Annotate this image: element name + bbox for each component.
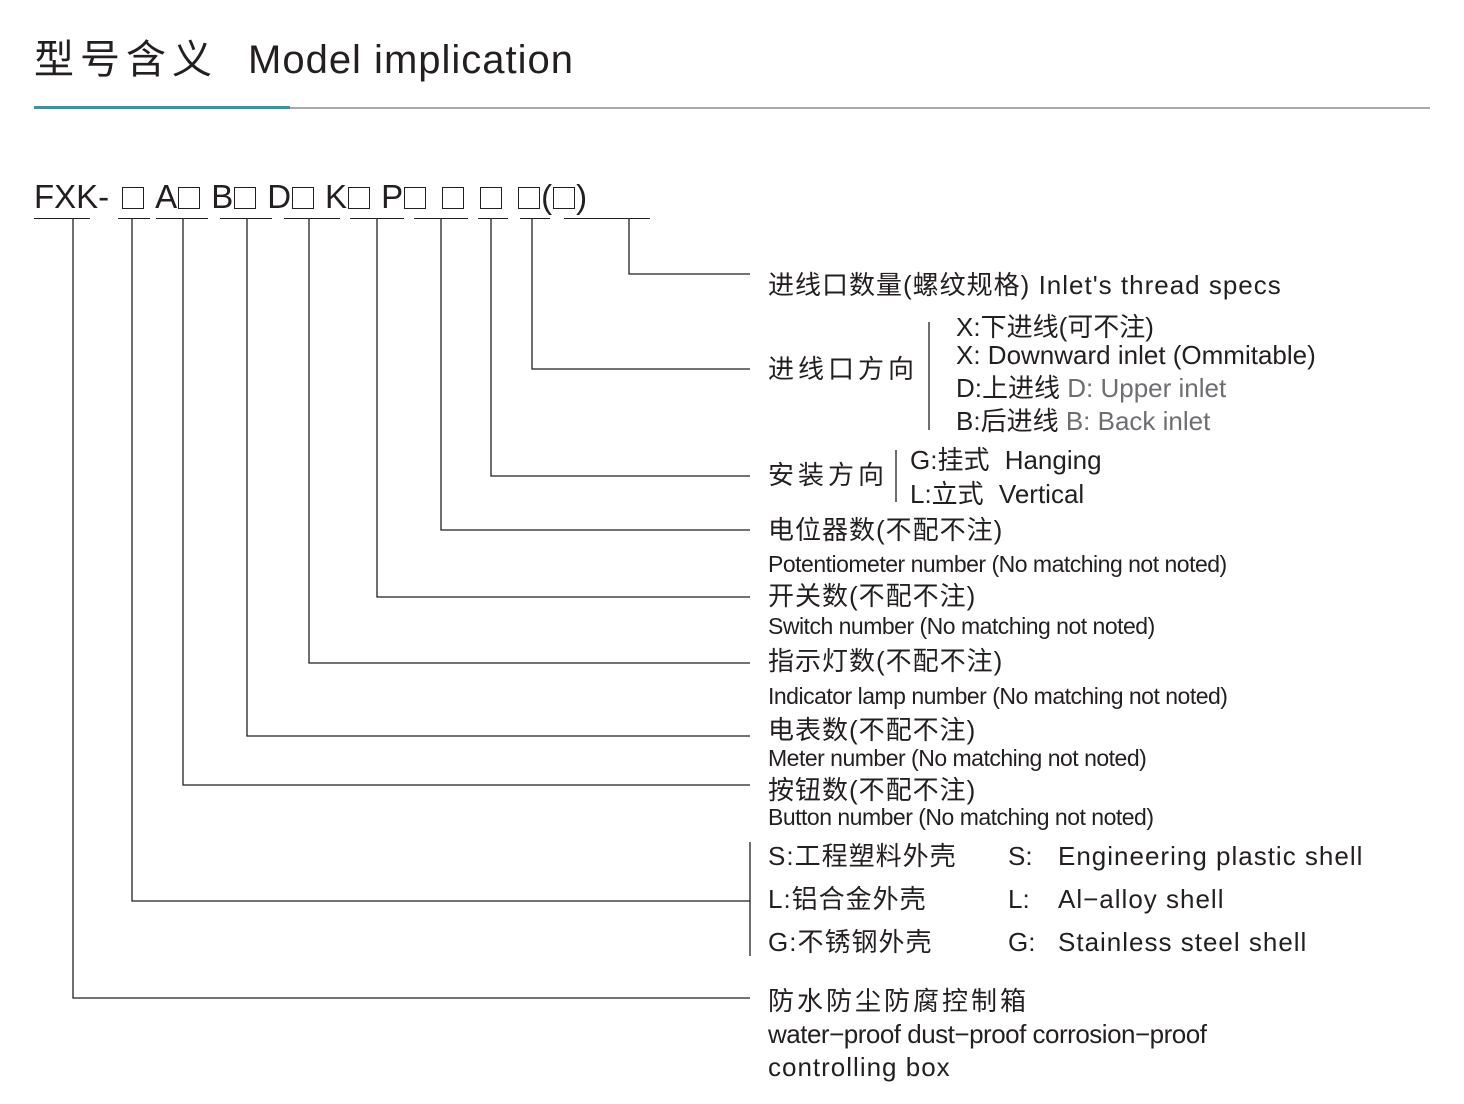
connector-switch xyxy=(376,219,750,598)
connector-inlet-dir xyxy=(531,219,750,370)
install-dir-opt1-en: Hanging xyxy=(1004,445,1102,475)
shell-s-en: Engineering plastic shell xyxy=(1058,841,1364,871)
install-dir-label: 安装方向 xyxy=(768,460,889,490)
code-underline-d xyxy=(284,218,340,219)
potentiometer-en: Potentiometer number (No matching not no… xyxy=(768,551,1227,577)
box-en-line1: water−proof dust−proof corrosion−proof xyxy=(768,1019,1207,1049)
shell-g-en: Stainless steel shell xyxy=(1058,927,1308,957)
lamp-en: Indicator lamp number (No matching not n… xyxy=(768,683,1228,709)
code-box-d xyxy=(292,187,315,209)
shell-g-cn: G:不锈钢外壳 xyxy=(768,927,933,957)
code-paren-open: ( xyxy=(541,178,553,215)
connector-shell xyxy=(131,219,750,902)
thread-label: 进线口数量(螺纹规格) Inlet's thread specs xyxy=(768,272,1282,298)
install-dir-opt1-cn: G:挂式 xyxy=(910,445,990,475)
install-dir-opt2-cn: L:立式 xyxy=(910,479,984,509)
code-underline-shell xyxy=(118,218,150,219)
page-title: 型号含义 Model implication xyxy=(34,40,574,80)
code-prefix: FXK- xyxy=(34,178,110,215)
code-underline-install xyxy=(478,218,508,219)
code-box-inlet-dir xyxy=(480,187,503,209)
code-seg-d: D xyxy=(267,178,292,215)
code-seg-p: P xyxy=(381,178,404,215)
title-divider-rule xyxy=(290,107,1430,109)
code-box-thread xyxy=(553,187,576,209)
shell-l-code: L: xyxy=(1008,884,1030,914)
thread-cn: 进线口数量(螺纹规格) xyxy=(768,270,1031,300)
inlet-dir-opt2-en: D: Upper inlet xyxy=(1067,373,1227,403)
inlet-dir-opt3-en: B: Back inlet xyxy=(1065,406,1211,436)
inlet-dir-opt1-en: X: Downward inlet (Ommitable) xyxy=(956,340,1316,370)
shell-l-cn: L:铝合金外壳 xyxy=(768,884,927,914)
switch-cn: 开关数(不配不注) xyxy=(768,581,977,611)
code-underline-a xyxy=(156,218,208,219)
install-dir-opt1: G:挂式 Hanging xyxy=(910,447,1102,473)
meter-cn: 电表数(不配不注) xyxy=(768,715,977,745)
code-box-install xyxy=(442,187,465,209)
box-en-line2: controlling box xyxy=(768,1052,951,1082)
code-box-k xyxy=(348,187,371,209)
code-seg-a: A xyxy=(155,178,178,215)
inlet-dir-label: 进线口方向 xyxy=(768,354,919,384)
button-cn: 按钮数(不配不注) xyxy=(768,775,977,805)
code-box-b xyxy=(234,187,257,209)
thread-en: Inlet's thread specs xyxy=(1038,270,1282,300)
connector-thread xyxy=(628,219,750,275)
title-cn: 型号含义 xyxy=(34,38,218,82)
inlet-dir-opt3: B:后进线 B: Back inlet xyxy=(956,408,1210,434)
lamp-cn: 指示灯数(不配不注) xyxy=(768,646,1004,676)
potentiometer-cn: 电位器数(不配不注) xyxy=(768,515,1004,545)
shell-s-code: S: xyxy=(1008,841,1033,871)
code-underline-inlet-dir xyxy=(520,218,550,219)
title-en: Model implication xyxy=(248,38,575,82)
code-box-inlet-qty xyxy=(518,187,541,209)
title-accent-rule xyxy=(34,106,290,109)
code-paren-close: ) xyxy=(576,178,588,215)
install-dir-opt2-en: Vertical xyxy=(998,479,1085,509)
shell-l-en: Al−alloy shell xyxy=(1058,884,1225,914)
install-dir-opt2: L:立式 Vertical xyxy=(910,481,1084,507)
inlet-dir-opt1: X:下进线(可不注) xyxy=(956,312,1154,342)
connector-potentiometer xyxy=(440,219,750,531)
code-seg-b: B xyxy=(211,178,234,215)
code-box-shell xyxy=(122,187,145,209)
code-underline-p xyxy=(414,218,468,219)
code-underline-prefix xyxy=(34,218,90,219)
code-box-a xyxy=(178,187,201,209)
connector-box xyxy=(72,219,750,999)
connector-install-dir xyxy=(490,219,750,477)
meter-en: Meter number (No matching not noted) xyxy=(768,745,1147,771)
inlet-dir-opt2-cn: D:上进线 xyxy=(956,373,1061,403)
box-cn: 防水防尘防腐控制箱 xyxy=(768,986,1030,1016)
inlet-dir-opt2: D:上进线 D: Upper inlet xyxy=(956,375,1226,401)
inlet-dir-opt3-cn: B:后进线 xyxy=(956,406,1059,436)
code-box-p xyxy=(404,187,427,209)
code-underline-inlet-qty xyxy=(564,218,650,219)
connector-button xyxy=(182,219,750,786)
code-seg-k: K xyxy=(325,178,348,215)
code-underline-k xyxy=(350,218,404,219)
shell-g-code: G: xyxy=(1008,927,1036,957)
button-en: Button number (No matching not noted) xyxy=(768,804,1154,830)
connector-lamp xyxy=(308,219,750,664)
code-underline-b xyxy=(220,218,272,219)
connector-meter xyxy=(246,219,750,737)
shell-s-cn: S:工程塑料外壳 xyxy=(768,841,957,871)
switch-en: Switch number (No matching not noted) xyxy=(768,613,1155,639)
